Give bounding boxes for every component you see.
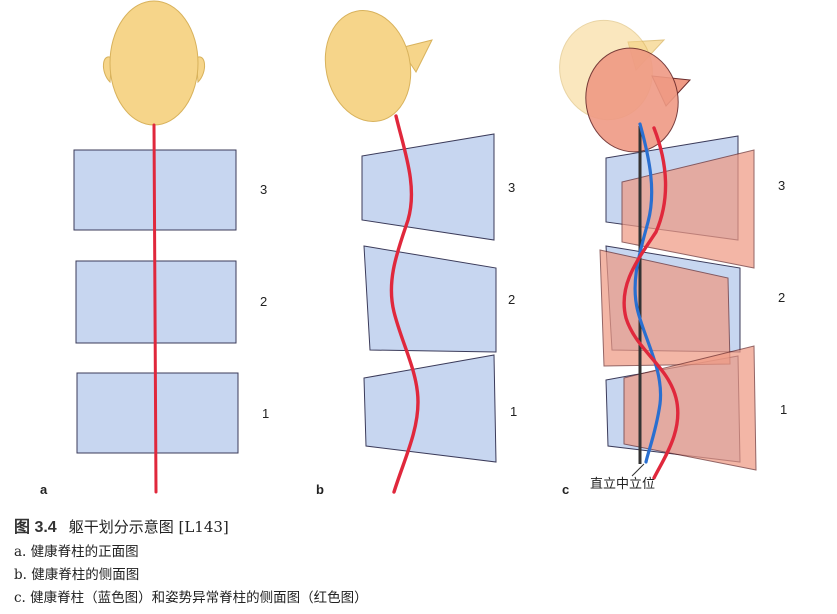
trunk-segment-1 <box>363 354 497 463</box>
healthy-spine-curve <box>633 122 663 464</box>
segment-number: 2 <box>260 294 267 309</box>
spine-curve <box>389 114 420 494</box>
neutral-upright-label: 直立中立位 <box>590 476 655 491</box>
caption-line-a: a. 健康脊柱的正面图 <box>14 544 139 560</box>
segment-number: 2 <box>508 292 515 307</box>
caption-line-b: b. 健康脊柱的侧面图 <box>14 567 140 583</box>
annotation-leader <box>631 463 645 477</box>
trunk-segment-3 <box>361 133 495 241</box>
segment-number: 1 <box>780 402 787 417</box>
segment-number: 1 <box>510 404 517 419</box>
head <box>324 10 412 122</box>
posture-spine-curve <box>622 126 680 480</box>
figure-title: 躯干划分示意图 [L143] <box>68 518 229 536</box>
segment-number: 3 <box>260 182 267 197</box>
panel-a <box>73 0 239 494</box>
panel-label-c: c <box>562 482 569 497</box>
segment-number: 3 <box>508 180 515 195</box>
panel-c <box>559 19 757 480</box>
panel-label-a: a <box>40 482 48 497</box>
caption-line-c: c. 健康脊柱（蓝色图）和姿势异常脊柱的侧面图（红色图） <box>14 590 368 606</box>
figure-caption-title: 图 3.4 躯干划分示意图 [L143] <box>14 513 229 537</box>
panel-label-b: b <box>316 482 324 497</box>
segment-number: 3 <box>778 178 785 193</box>
trunk-segment-1 <box>76 372 239 454</box>
panel-b <box>324 10 497 494</box>
trunk-division-figure: 3 2 1 3 2 1 3 2 1 a b c 直立中立位 <box>40 0 787 497</box>
segment-number: 1 <box>262 406 269 421</box>
segment-number: 2 <box>778 290 785 305</box>
spine-line <box>152 123 158 494</box>
head <box>109 0 199 126</box>
posture-segment-3 <box>621 149 755 269</box>
figure-number: 图 3.4 <box>14 519 57 536</box>
trunk-segment-2 <box>363 245 497 353</box>
posture-segment-1 <box>623 345 757 471</box>
